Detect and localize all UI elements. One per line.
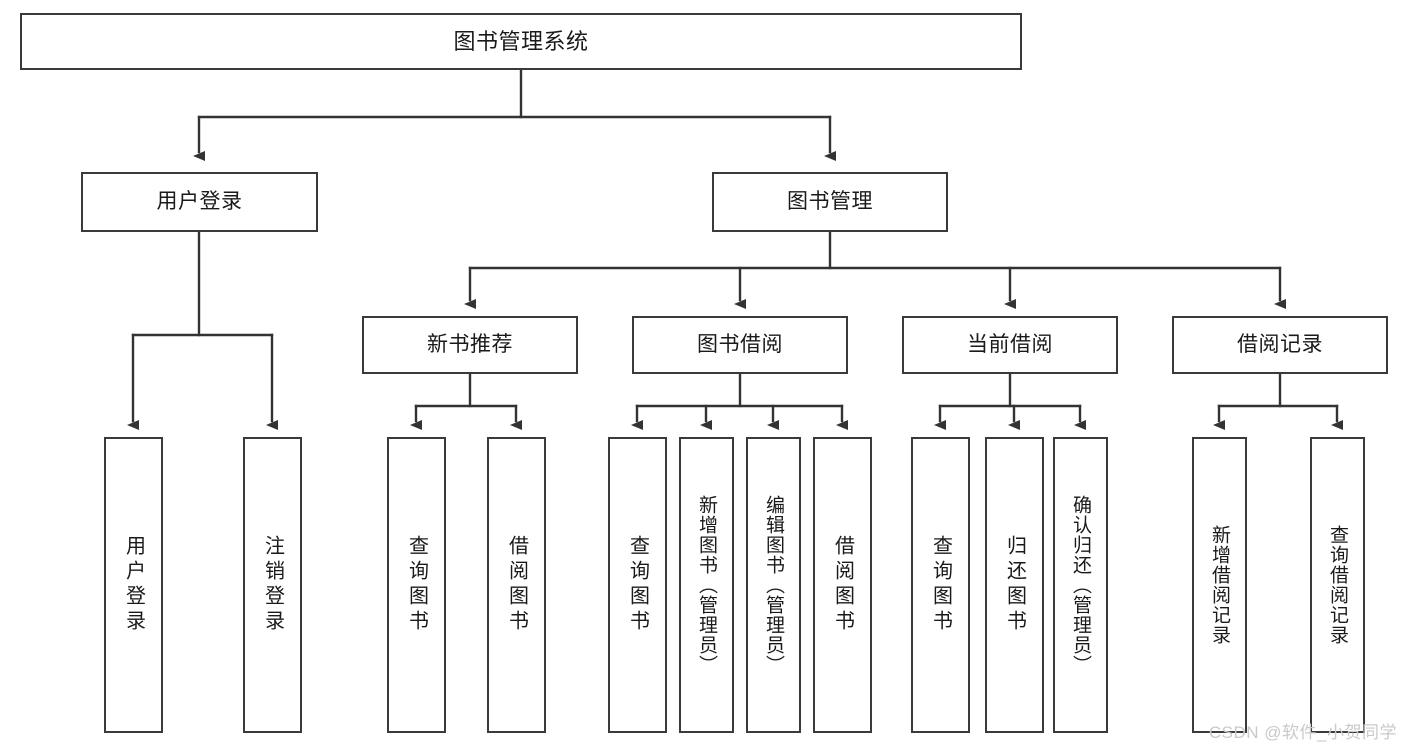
- leaf-borrow-book-1-label: 借阅图书: [505, 535, 528, 635]
- leaf-confirm-return[interactable]: 确认归还（管理员）: [1053, 437, 1108, 733]
- node-book-borrow[interactable]: 图书借阅: [632, 316, 848, 374]
- node-user-login-label: 用户登录: [156, 189, 243, 213]
- node-borrow-record-label: 借阅记录: [1237, 332, 1323, 356]
- leaf-borrow-book-2-label: 借阅图书: [831, 535, 854, 635]
- leaf-logout[interactable]: 注销登录: [243, 437, 302, 733]
- leaf-user-login-label: 用户登录: [122, 535, 145, 635]
- node-book-manage-label: 图书管理: [787, 189, 873, 213]
- leaf-logout-label: 注销登录: [261, 535, 284, 635]
- watermark-text: CSDN @软件_小贺同学: [1208, 723, 1397, 742]
- node-borrow-record[interactable]: 借阅记录: [1172, 316, 1388, 374]
- leaf-borrow-book-1[interactable]: 借阅图书: [487, 437, 546, 733]
- node-book-borrow-label: 图书借阅: [697, 332, 783, 356]
- node-root-label: 图书管理系统: [453, 28, 589, 54]
- leaf-query-book-3[interactable]: 查询图书: [911, 437, 970, 733]
- leaf-edit-book[interactable]: 编辑图书（管理员）: [746, 437, 801, 733]
- leaf-query-borrow-record[interactable]: 查询借阅记录: [1310, 437, 1365, 733]
- node-book-manage[interactable]: 图书管理: [712, 172, 948, 232]
- leaf-query-book-2[interactable]: 查询图书: [608, 437, 667, 733]
- leaf-query-book-1[interactable]: 查询图书: [387, 437, 446, 733]
- node-root[interactable]: 图书管理系统: [20, 13, 1022, 70]
- leaf-user-login[interactable]: 用户登录: [104, 437, 163, 733]
- leaf-borrow-book-2[interactable]: 借阅图书: [813, 437, 872, 733]
- leaf-query-book-2-label: 查询图书: [626, 535, 649, 635]
- leaf-add-book[interactable]: 新增图书（管理员）: [679, 437, 734, 733]
- node-current-borrow-label: 当前借阅: [967, 332, 1053, 356]
- node-new-book-recommend-label: 新书推荐: [427, 332, 513, 356]
- leaf-edit-book-label: 编辑图书（管理员）: [763, 495, 784, 675]
- node-user-login[interactable]: 用户登录: [81, 172, 318, 232]
- leaf-query-book-1-label: 查询图书: [405, 535, 428, 635]
- leaf-query-borrow-record-label: 查询借阅记录: [1327, 525, 1348, 645]
- leaf-add-borrow-record-label: 新增借阅记录: [1209, 525, 1230, 645]
- leaf-add-borrow-record[interactable]: 新增借阅记录: [1192, 437, 1247, 733]
- leaf-query-book-3-label: 查询图书: [929, 535, 952, 635]
- leaf-return-book-label: 归还图书: [1003, 535, 1026, 635]
- leaf-return-book[interactable]: 归还图书: [985, 437, 1044, 733]
- node-new-book-recommend[interactable]: 新书推荐: [362, 316, 578, 374]
- leaf-confirm-return-label: 确认归还（管理员）: [1070, 495, 1091, 675]
- node-current-borrow[interactable]: 当前借阅: [902, 316, 1118, 374]
- leaf-add-book-label: 新增图书（管理员）: [696, 495, 717, 675]
